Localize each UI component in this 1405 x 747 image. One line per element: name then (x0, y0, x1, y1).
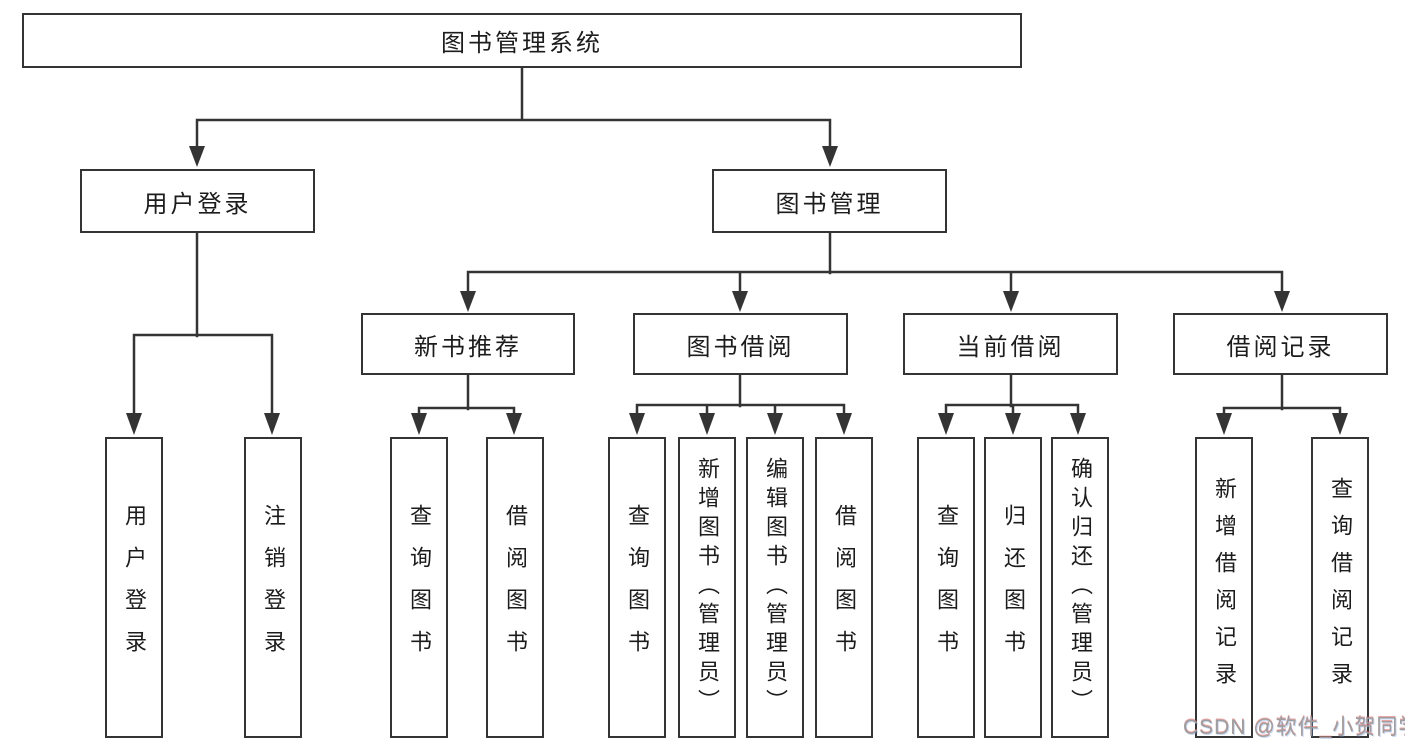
leaf-query-book-current: 查询图书 (917, 437, 975, 738)
arrowheads (126, 146, 1348, 435)
leaf-add-borrow-record: 新增借阅记录 (1195, 437, 1253, 738)
node-user-login: 用户登录 (80, 169, 315, 233)
leaf-query-book-borrow: 查询图书 (608, 437, 666, 738)
node-book-borrow: 图书借阅 (633, 313, 848, 375)
leaf-logout: 注销登录 (244, 437, 302, 738)
leaf-borrow-book: 借阅图书 (815, 437, 873, 738)
csdn-watermark: CSDN @软件_小贺同学 (1183, 716, 1405, 739)
node-new-book-recommend: 新书推荐 (361, 313, 575, 375)
leaf-user-login: 用户登录 (105, 437, 163, 738)
node-current-borrow: 当前借阅 (903, 313, 1118, 375)
leaf-confirm-return-admin: 确认归还（管理员） (1051, 437, 1109, 738)
node-borrow-record: 借阅记录 (1173, 313, 1388, 375)
leaf-edit-book-admin: 编辑图书（管理员） (746, 437, 804, 738)
leaf-return-book: 归还图书 (984, 437, 1042, 738)
leaf-borrow-book-recommend: 借阅图书 (486, 437, 544, 738)
leaf-query-book-recommend: 查询图书 (390, 437, 448, 738)
leaf-add-book-admin: 新增图书（管理员） (678, 437, 736, 738)
leaf-query-borrow-record: 查询借阅记录 (1311, 437, 1369, 738)
node-book-management: 图书管理 (712, 169, 947, 233)
node-library-management-system: 图书管理系统 (22, 13, 1022, 68)
